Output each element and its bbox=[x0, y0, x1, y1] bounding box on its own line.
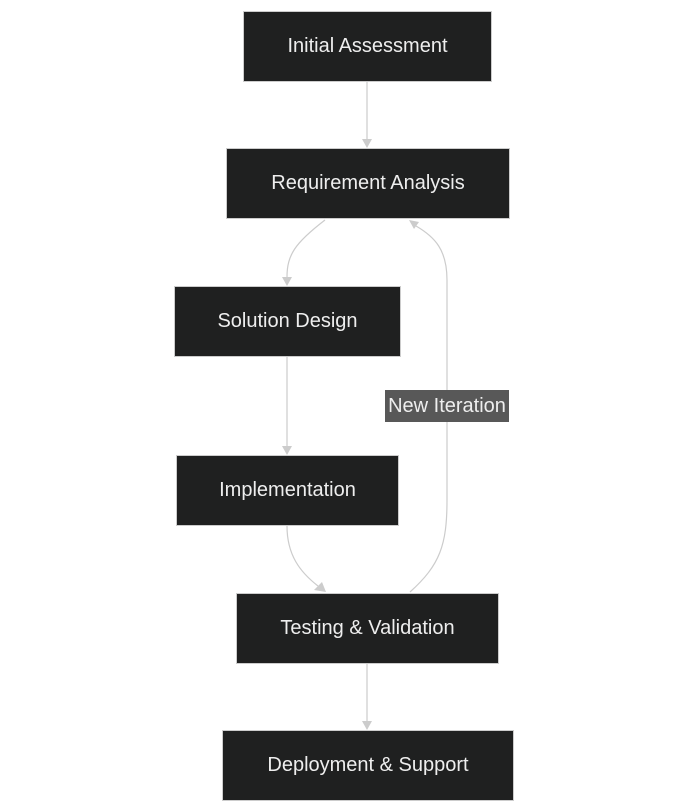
node-requirement-analysis: Requirement Analysis bbox=[226, 148, 510, 219]
arrowhead bbox=[362, 139, 372, 148]
arrowhead bbox=[314, 582, 326, 592]
edge-initial-to-requirement bbox=[362, 82, 372, 148]
node-label: Implementation bbox=[219, 479, 356, 501]
node-implementation: Implementation bbox=[176, 455, 399, 526]
node-initial-assessment: Initial Assessment bbox=[243, 11, 492, 82]
node-solution-design: Solution Design bbox=[174, 286, 401, 357]
edge-implementation-to-testing bbox=[286, 525, 326, 592]
arrowhead bbox=[282, 446, 292, 455]
node-label: Deployment & Support bbox=[267, 754, 469, 776]
node-label: Initial Assessment bbox=[287, 35, 448, 57]
edge-testing-to-deployment bbox=[362, 664, 372, 730]
node-label: Testing & Validation bbox=[280, 617, 455, 639]
arrowhead bbox=[362, 721, 372, 730]
arrowhead bbox=[409, 220, 419, 229]
arrowhead bbox=[282, 277, 292, 286]
node-label: Requirement Analysis bbox=[271, 172, 465, 194]
edge-solution-to-implementation bbox=[282, 357, 292, 455]
node-testing-validation: Testing & Validation bbox=[236, 593, 499, 664]
edge-label-text: New Iteration bbox=[388, 394, 506, 417]
edge-label-new-iteration: New Iteration bbox=[385, 390, 509, 422]
edge-testing-to-requirement-loop bbox=[409, 220, 448, 593]
node-deployment-support: Deployment & Support bbox=[222, 730, 514, 801]
node-label: Solution Design bbox=[217, 310, 358, 332]
edge-requirement-to-solution bbox=[282, 219, 326, 286]
